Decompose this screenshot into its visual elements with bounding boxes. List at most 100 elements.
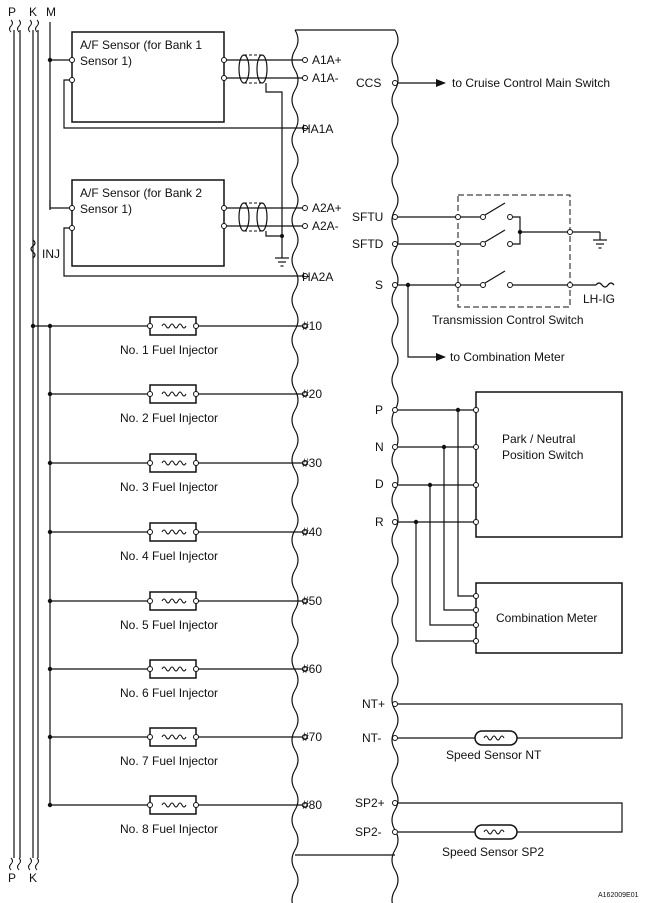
injector-body: [149, 591, 197, 611]
arrow-right-icon: [436, 353, 446, 361]
coil-icon: [161, 529, 187, 535]
pin-r: R: [375, 515, 384, 529]
coil-icon: [161, 802, 187, 808]
pin-sftu: SFTU: [352, 210, 383, 224]
ccs-target: to Cruise Control Main Switch: [452, 76, 610, 90]
shield-icon: [238, 202, 250, 232]
injector-label: No. 1 Fuel Injector: [120, 343, 218, 357]
bus-label-m: M: [46, 5, 56, 19]
transmission-control-switch: SFTU SFTD S: [352, 194, 615, 364]
injector-pin: #30: [302, 456, 322, 470]
pin-sp2-plus: SP2+: [355, 796, 385, 810]
af-sensor-bank1-title-2: Sensor 1): [80, 54, 132, 68]
injector-label: No. 2 Fuel Injector: [120, 411, 218, 425]
coil-icon: [161, 598, 187, 604]
injector-pin: #50: [302, 594, 322, 608]
pin-ccs: CCS: [356, 76, 381, 90]
bus-label-k: K: [29, 5, 37, 19]
speed-sensor-sp2: SP2+ SP2- Speed Sensor SP2: [355, 796, 623, 859]
pin-ha1a: HA1A: [302, 122, 333, 136]
injector-label: No. 3 Fuel Injector: [120, 480, 218, 494]
injector-body: [149, 384, 197, 404]
shield-icon: [256, 54, 268, 84]
injector-pin: #80: [302, 798, 322, 812]
coil-icon: [161, 666, 187, 672]
injector-label: No. 4 Fuel Injector: [120, 549, 218, 563]
injector-pin: #10: [302, 319, 322, 333]
coil-icon: [483, 829, 505, 835]
lh-ig-label: LH-IG: [583, 292, 615, 306]
arrow-right-icon: [436, 79, 446, 87]
ground-icon: [593, 232, 607, 249]
injector-label: No. 5 Fuel Injector: [120, 618, 218, 632]
coil-icon: [483, 735, 505, 741]
inj-fuse-icon: [30, 239, 36, 259]
ecm-body: [291, 29, 399, 903]
pin-nt-minus: NT-: [362, 731, 381, 745]
coil-icon: [161, 323, 187, 329]
pin-a2a-plus: A2A+: [312, 201, 342, 215]
combination-meter: Combination Meter: [473, 582, 623, 654]
inj-label: INJ: [42, 247, 60, 261]
injector-body: [149, 316, 197, 336]
pin-a1a-plus: A1A+: [312, 53, 342, 67]
injector-body: [149, 727, 197, 747]
injector-label: No. 6 Fuel Injector: [120, 686, 218, 700]
pin-nt-plus: NT+: [362, 697, 385, 711]
ground-icon: [275, 250, 289, 267]
injector-body: [149, 522, 197, 542]
ccs-output: CCS to Cruise Control Main Switch: [356, 76, 610, 90]
bus-label-p: P: [8, 5, 16, 19]
pin-sftd: SFTD: [352, 237, 384, 251]
park-neutral-switch: Park / Neutral Position Switch P N D R: [375, 391, 623, 642]
shield-icon: [238, 54, 250, 84]
injector-label: No. 7 Fuel Injector: [120, 754, 218, 768]
pin-sp2-minus: SP2-: [355, 825, 382, 839]
pin-p: P: [375, 403, 383, 417]
combination-meter-label: Combination Meter: [496, 611, 597, 625]
shield-icon: [256, 202, 268, 232]
coil-icon: [161, 391, 187, 397]
coil-icon: [161, 734, 187, 740]
injector-pin: #40: [302, 525, 322, 539]
injector-feed: [30, 323, 51, 805]
injector-pin: #70: [302, 730, 322, 744]
af-sensor-bank2-title-1: A/F Sensor (for Bank 2: [80, 186, 202, 200]
figure-id: A162009E01: [598, 892, 639, 899]
injector-pin: #20: [302, 387, 322, 401]
transmission-switch-label: Transmission Control Switch: [432, 313, 584, 327]
pin-s: S: [375, 278, 383, 292]
bus-label-k-bottom: K: [29, 871, 37, 885]
to-combination-meter-label: to Combination Meter: [450, 350, 565, 364]
pin-ha2a: HA2A: [302, 270, 333, 284]
pin-n: N: [375, 440, 384, 454]
pin-a1a-minus: A1A-: [312, 71, 339, 85]
af-sensor-bank2-title-2: Sensor 1): [80, 202, 132, 216]
speed-sensor-nt-label: Speed Sensor NT: [446, 748, 542, 762]
af-sensor-bank1: A/F Sensor (for Bank 1 Sensor 1) A1A+ A1…: [47, 31, 342, 250]
injector-pin: #60: [302, 662, 322, 676]
bus-label-p-bottom: P: [8, 871, 16, 885]
injector-body: [149, 795, 197, 815]
pin-a2a-minus: A2A-: [312, 219, 339, 233]
park-neutral-label-1: Park / Neutral: [502, 432, 575, 446]
injector-body: [149, 659, 197, 679]
speed-sensor-sp2-label: Speed Sensor SP2: [442, 845, 544, 859]
park-neutral-label-2: Position Switch: [502, 448, 583, 462]
af-sensor-bank2: A/F Sensor (for Bank 2 Sensor 1) A2A+ A2…: [49, 179, 342, 284]
coil-icon: [161, 460, 187, 466]
injector-body: [149, 453, 197, 473]
af-sensor-bank1-title-1: A/F Sensor (for Bank 1: [80, 38, 202, 52]
speed-sensor-nt: NT+ NT- Speed Sensor NT: [362, 697, 623, 762]
injector-label: No. 8 Fuel Injector: [120, 822, 218, 836]
